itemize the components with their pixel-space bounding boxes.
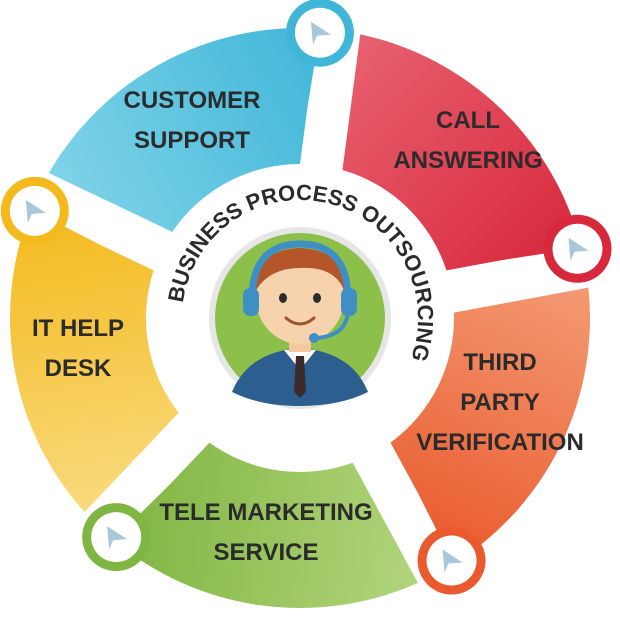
- agent-avatar-icon: [232, 240, 368, 406]
- label-line: SERVICE: [214, 539, 319, 566]
- labels-layer: CUSTOMER SUPPORT CALL ANSWERING THIRD PARTY VE…: [32, 87, 584, 566]
- label-line: TELE MARKETING: [159, 499, 372, 526]
- label-line: SUPPORT: [134, 127, 250, 154]
- segment-customer-support: [48, 27, 321, 232]
- segment-third-party-verification: [390, 287, 591, 564]
- label-line: CALL: [436, 107, 500, 134]
- headset-icon: [243, 240, 357, 343]
- arrow-node-icon: [82, 503, 151, 572]
- label-line: VERIFICATION: [416, 429, 584, 456]
- segment-tele-marketing-service: [113, 442, 418, 608]
- label-line: CUSTOMER: [124, 87, 261, 114]
- label-line: IT HELP: [32, 315, 124, 342]
- label-call-answering: CALL ANSWERING: [393, 107, 542, 174]
- label-tele-marketing-service: TELE MARKETING SERVICE: [159, 499, 372, 566]
- segment-call-answering: [342, 34, 582, 271]
- segments-layer: [0, 0, 612, 608]
- label-it-help-desk: IT HELP DESK: [32, 315, 124, 382]
- arrow-node-icon: [417, 526, 486, 595]
- label-customer-support: CUSTOMER SUPPORT: [124, 87, 261, 154]
- center-hub: BUSINESS PROCESS OUTSOURCING: [150, 168, 450, 468]
- arrow-node-icon: [285, 0, 354, 67]
- label-line: PARTY: [460, 389, 540, 416]
- label-line: DESK: [45, 355, 112, 382]
- segment-it-help-desk: [10, 209, 179, 513]
- label-third-party-verification: THIRD PARTY VERIFICATION: [416, 349, 584, 456]
- label-line: THIRD: [463, 349, 536, 376]
- label-line: ANSWERING: [393, 147, 542, 174]
- arrow-node-icon: [543, 214, 612, 283]
- arrow-node-icon: [0, 176, 69, 245]
